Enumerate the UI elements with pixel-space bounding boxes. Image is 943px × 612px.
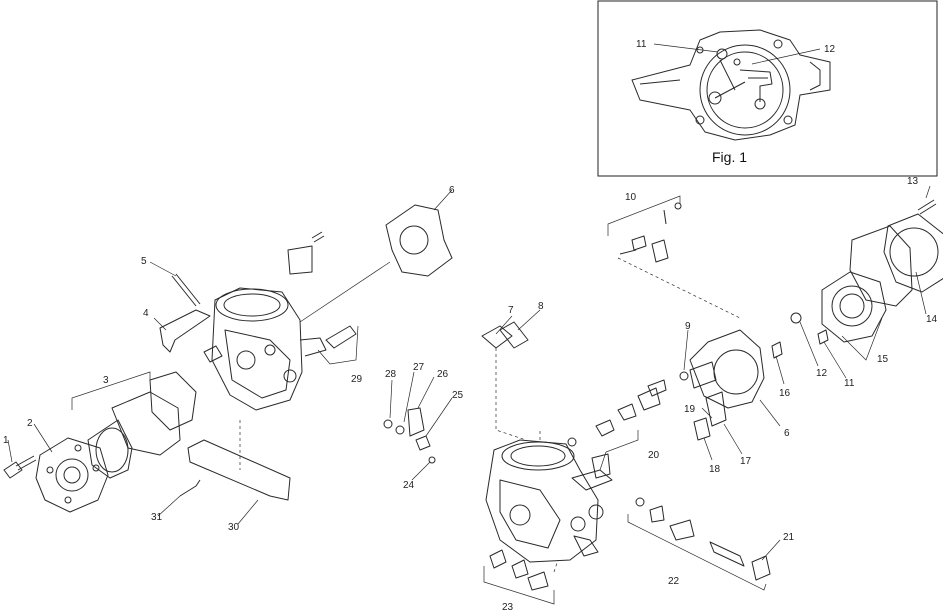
callout-31: 31 xyxy=(151,512,163,523)
bracket xyxy=(287,245,313,275)
callout-27: 27 xyxy=(413,362,425,373)
pump-cover-part-14 xyxy=(883,213,943,293)
small-parts-24-28 xyxy=(383,371,453,481)
callout-29: 29 xyxy=(351,374,363,385)
part-18 xyxy=(693,417,711,441)
gasket-part-3a xyxy=(87,419,133,479)
center-carburetor-assembly xyxy=(481,309,781,605)
left-leaders xyxy=(7,189,453,525)
callout-7: 7 xyxy=(508,305,514,316)
callout-17: 17 xyxy=(740,456,752,467)
nut-part-28 xyxy=(383,419,393,429)
diaphragm-part-15a xyxy=(821,271,887,343)
right-leaders xyxy=(683,185,931,461)
part-24 xyxy=(428,456,436,464)
inset-leader-11 xyxy=(653,43,719,53)
part-25 xyxy=(415,435,431,451)
callout-23: 23 xyxy=(502,602,514,612)
callout-22: 22 xyxy=(668,576,680,587)
callout-21: 21 xyxy=(783,532,795,543)
gasket-part-3b xyxy=(111,391,181,456)
part-9 xyxy=(679,371,689,381)
gasket-part-15b xyxy=(849,225,913,307)
gasket-part-3c xyxy=(149,371,197,431)
part-21 xyxy=(751,555,771,581)
callout-8: 8 xyxy=(538,301,544,312)
lever-part-26 xyxy=(407,407,425,437)
diaphragm-cover-part-6b xyxy=(689,329,765,409)
fitting-part-8 xyxy=(499,321,529,349)
callout-2: 2 xyxy=(27,418,33,429)
callout-30: 30 xyxy=(228,522,240,533)
pump-cover-part-2 xyxy=(35,437,109,513)
callout-20: 20 xyxy=(648,450,660,461)
callout-3: 3 xyxy=(103,375,109,386)
callout-25: 25 xyxy=(452,390,464,401)
callout-1: 1 xyxy=(3,435,9,446)
callout-4: 4 xyxy=(143,308,149,319)
callout-18: 18 xyxy=(709,464,721,475)
callout-9: 9 xyxy=(685,321,691,332)
washer-part-27 xyxy=(395,425,405,435)
callout-28: 28 xyxy=(385,369,397,380)
inset-caption: Fig. 1 xyxy=(712,149,747,165)
callout-14: 14 xyxy=(926,314,938,325)
inset-callout-11: 11 xyxy=(636,39,647,50)
inset-leader-12 xyxy=(751,48,821,65)
callout-16: 16 xyxy=(779,388,791,399)
inset-frame xyxy=(597,0,938,177)
callout-26: 26 xyxy=(437,369,449,380)
callout-6-left: 6 xyxy=(449,185,455,196)
callout-24: 24 xyxy=(403,480,415,491)
diaphragm-cover-part-6a xyxy=(385,204,453,277)
inset-gasket-drawing xyxy=(631,29,831,141)
part-17 xyxy=(705,391,727,427)
fitting-part-29 xyxy=(325,325,357,349)
plate-part-30 xyxy=(187,439,291,501)
callout-11: 11 xyxy=(844,378,855,389)
callout-13: 13 xyxy=(907,176,919,187)
callout-5: 5 xyxy=(141,256,147,267)
callout-6-right: 6 xyxy=(784,428,790,439)
right-pump-assembly xyxy=(679,199,943,441)
inset-callout-12: 12 xyxy=(824,44,836,55)
left-carburetor-assembly xyxy=(3,204,453,513)
fitting-part-7 xyxy=(481,325,513,349)
part-11 xyxy=(817,329,829,345)
carburetor-body-left xyxy=(211,287,303,411)
needle-part-5 xyxy=(171,273,201,307)
screw-part-13 xyxy=(917,199,937,215)
screw-part-1 xyxy=(3,455,37,479)
inset-figure: 11 12 Fig. 1 xyxy=(597,0,938,177)
part-22a xyxy=(635,497,645,507)
lever-part-4 xyxy=(159,309,211,353)
part-12 xyxy=(790,312,802,324)
callout-12: 12 xyxy=(816,368,828,379)
callout-10: 10 xyxy=(625,192,637,203)
parts-group-10 xyxy=(607,195,741,319)
part-16 xyxy=(771,341,783,359)
callout-19: 19 xyxy=(684,404,696,415)
callout-15: 15 xyxy=(877,354,889,365)
screw-part-31 xyxy=(179,479,201,497)
